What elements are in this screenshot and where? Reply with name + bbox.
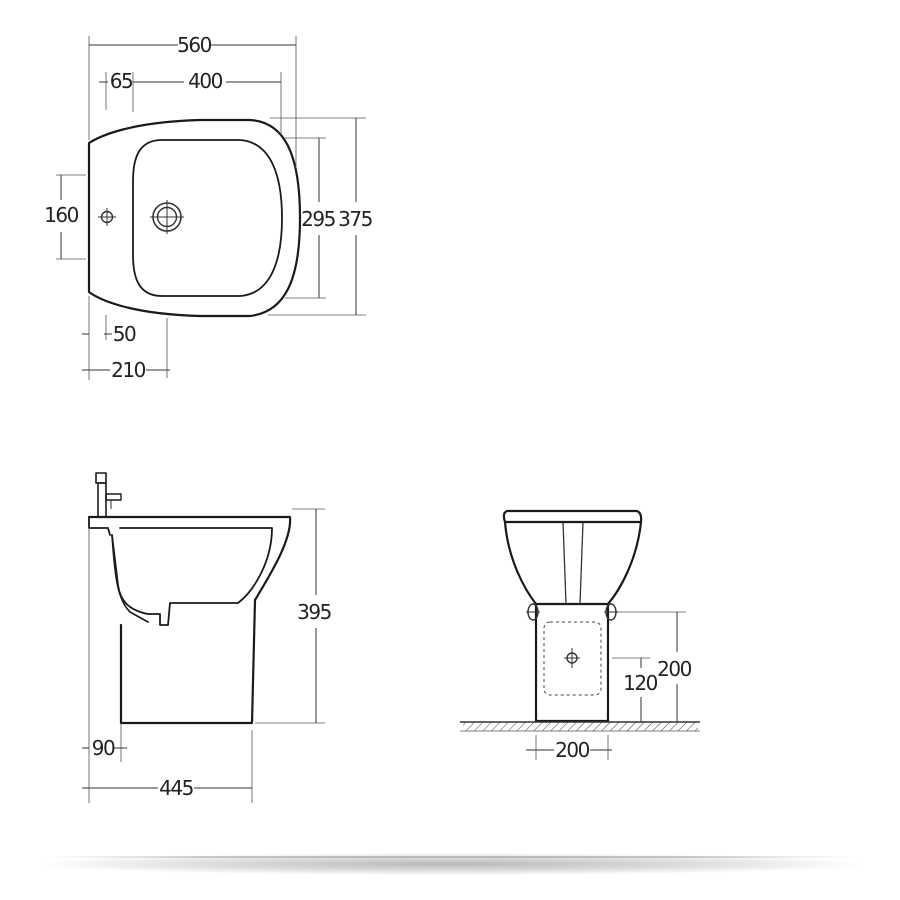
floor-hatch <box>463 722 698 731</box>
dim-base-width <box>526 735 612 760</box>
top-view-outer-rim <box>87 118 302 318</box>
dim-tap-spacing: 160 <box>44 174 86 260</box>
dim-label-200-width: 200 <box>555 738 589 762</box>
tap-hole-icon <box>98 208 116 226</box>
dim-label-50: 50 <box>113 322 136 346</box>
waste-outlet-icon <box>150 200 184 234</box>
dim-label-560: 560 <box>177 33 211 57</box>
dim-overall-length: 560 <box>88 33 297 168</box>
dim-height <box>255 508 325 724</box>
drop-shadow <box>40 853 860 875</box>
dim-label-400: 400 <box>188 69 222 93</box>
side-view-body <box>87 515 292 725</box>
dim-wall-gap <box>82 528 127 803</box>
mixer-tap-icon <box>95 472 122 518</box>
dim-label-445: 445 <box>159 776 193 800</box>
side-view-bowl-profile <box>111 527 273 626</box>
front-view-bowl <box>503 520 643 606</box>
dim-bowl-width <box>285 137 326 299</box>
front-view: 200 120 200 <box>460 509 700 762</box>
front-view-hidden-panel <box>543 621 602 696</box>
fixing-bolt-right-icon <box>604 603 618 621</box>
dim-fixing-height-lower <box>612 657 650 722</box>
top-view: 560 65 400 160 295 <box>44 33 373 382</box>
dim-bowl-length: 65 400 <box>99 69 282 135</box>
dim-label-200-height: 200 <box>657 657 691 681</box>
shadow-edge <box>40 856 860 858</box>
dim-overall-width <box>268 117 366 316</box>
dim-label-210: 210 <box>111 358 145 382</box>
dim-edge-offset <box>82 296 112 380</box>
dim-depth <box>82 730 253 803</box>
dim-fixing-height-upper <box>618 611 686 722</box>
dim-label-375: 375 <box>338 207 372 231</box>
front-view-pedestal <box>534 602 610 723</box>
front-view-rim <box>502 509 643 524</box>
dim-label-295: 295 <box>301 207 335 231</box>
fixing-bolt-left-icon <box>526 603 540 621</box>
dim-label-120: 120 <box>623 671 657 695</box>
dim-waste-offset <box>82 318 170 378</box>
dim-label-65: 65 <box>110 69 132 93</box>
waste-connection-icon <box>564 648 580 668</box>
dim-label-90: 90 <box>92 736 115 760</box>
dim-label-160: 160 <box>44 203 78 227</box>
dim-label-395: 395 <box>297 600 331 624</box>
top-view-inner-bowl <box>132 139 283 297</box>
side-view: 395 90 445 <box>82 472 332 803</box>
